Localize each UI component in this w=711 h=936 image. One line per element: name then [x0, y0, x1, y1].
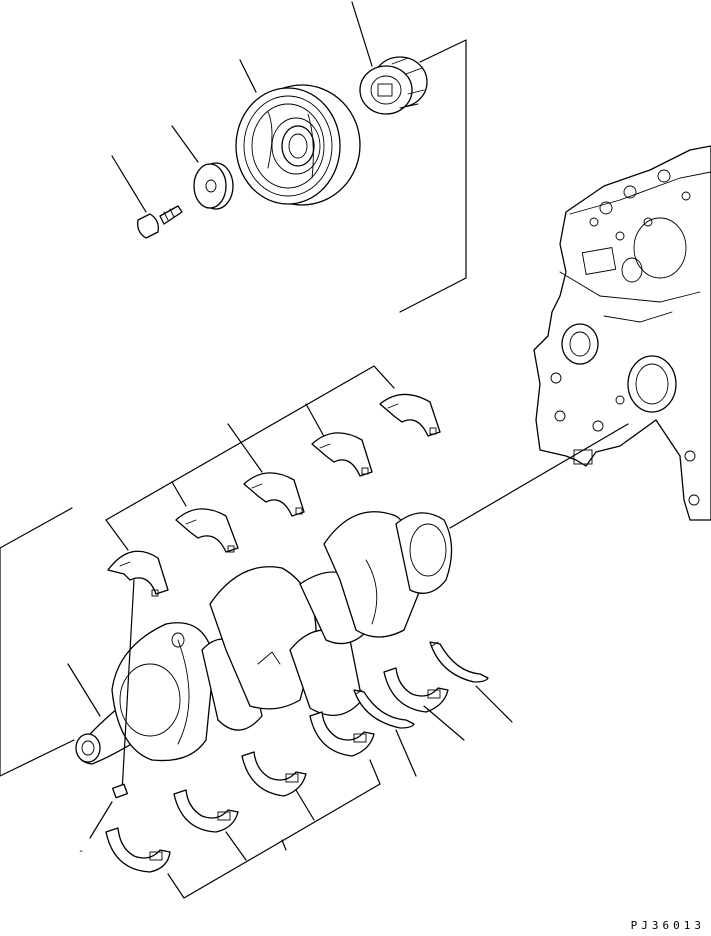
lower-bearing-bracket	[167, 759, 381, 899]
block-leader-line	[449, 423, 629, 529]
crankshaft-icon	[75, 511, 453, 765]
thrust-washer-icon	[353, 689, 417, 777]
gear-icon	[351, 1, 428, 115]
main-bearing-lower-icon	[309, 711, 375, 757]
upper-bearing-bracket	[105, 365, 395, 551]
pulley-group-bracket	[399, 39, 467, 313]
main-bearing-upper-icon	[107, 550, 169, 597]
dash-mark: -	[78, 846, 84, 857]
main-bearing-lower-icon	[173, 789, 239, 833]
main-bearing-upper-icon	[175, 508, 239, 553]
dowel-pin-icon	[89, 579, 135, 839]
crankshaft-leader-line	[67, 663, 101, 717]
lower-bearing-leader-line	[423, 705, 465, 741]
thrust-washer-icon	[429, 641, 513, 723]
main-bearing-lower-icon	[241, 751, 307, 797]
main-bearing-upper-icon	[243, 472, 305, 517]
crankshaft-bracket-top	[0, 507, 73, 549]
main-bearing-lower-icon	[383, 667, 449, 713]
cylinder-block-icon	[533, 145, 711, 521]
crankshaft-left-bracket	[0, 547, 75, 777]
washer-icon	[171, 125, 234, 210]
main-bearing-upper-icon	[311, 432, 373, 477]
bolt-icon	[111, 155, 183, 239]
crankshaft-pulley-icon	[235, 59, 361, 206]
diagram-code: PJ36013	[630, 919, 705, 932]
main-bearing-lower-icon	[105, 827, 171, 873]
main-bearing-upper-icon	[379, 393, 441, 437]
